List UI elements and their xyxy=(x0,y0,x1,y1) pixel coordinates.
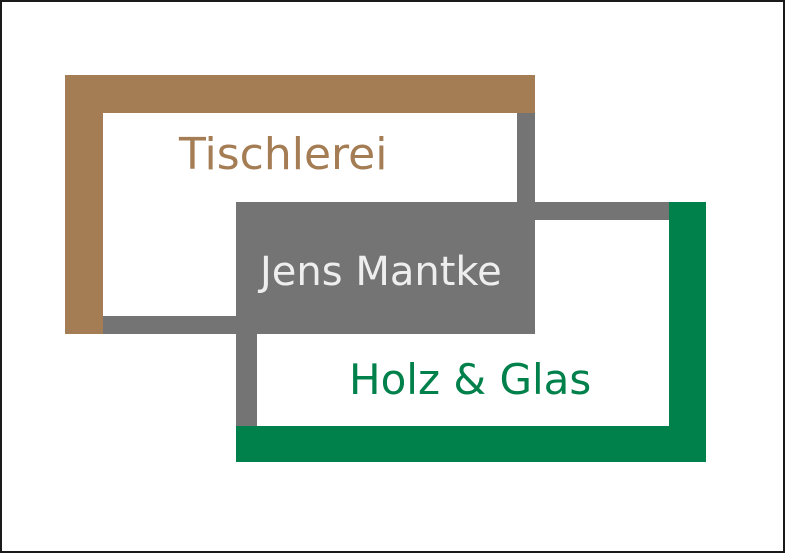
green-frame-right xyxy=(669,202,706,462)
brown-frame-top xyxy=(65,75,535,113)
green-frame-bottom xyxy=(236,426,706,462)
text-tischlerei: Tischlerei xyxy=(179,129,388,180)
gray-frame-left-lower xyxy=(236,332,257,428)
gray-frame-top-lower xyxy=(535,202,672,220)
center-block xyxy=(236,202,535,334)
text-holz-glas: Holz & Glas xyxy=(349,355,592,404)
gray-frame-bottom xyxy=(103,316,243,334)
brown-frame-left xyxy=(65,75,103,334)
gray-frame-right xyxy=(517,113,535,208)
text-jens-mantke: Jens Mantke xyxy=(260,249,502,295)
